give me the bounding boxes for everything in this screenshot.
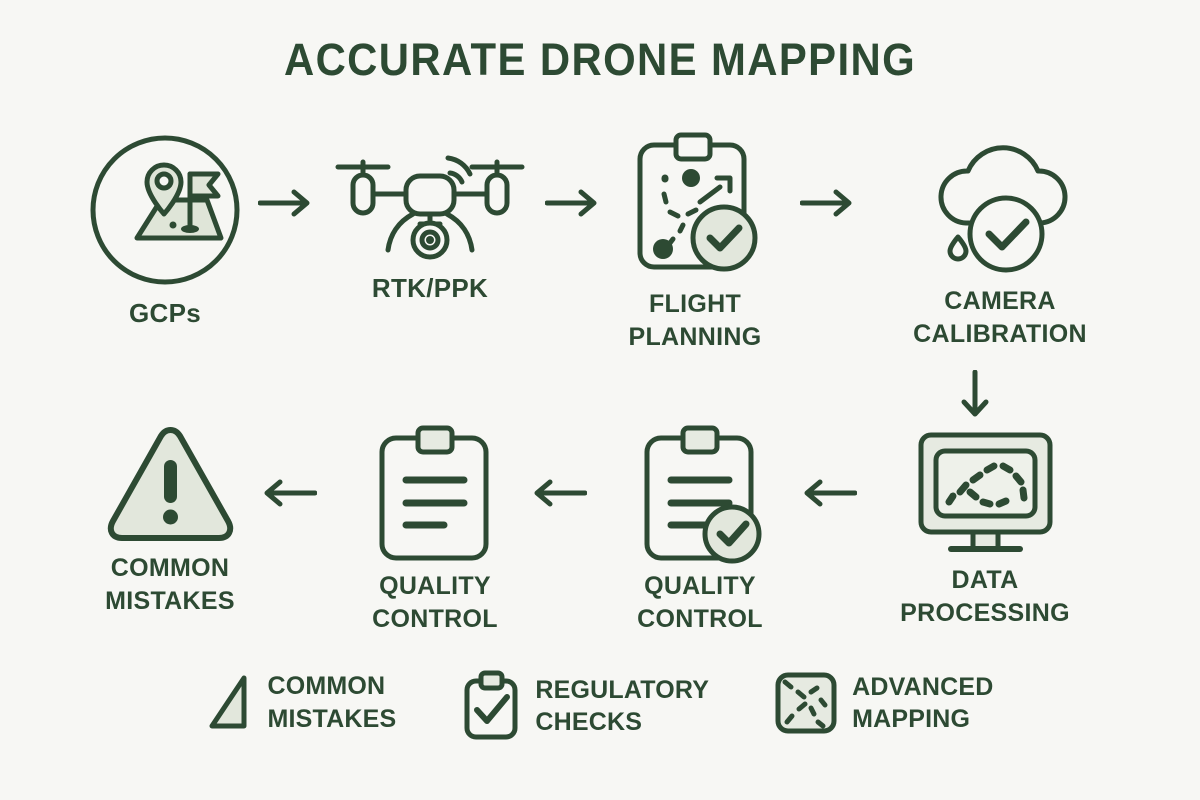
flow-node-quality-control-2[interactable]: QUALITY CONTROL xyxy=(600,424,800,636)
flow-label-quality-control-2: QUALITY CONTROL xyxy=(637,572,763,633)
clipboard-lines-check-icon xyxy=(629,424,771,564)
arrow-qc1-to-mistakes xyxy=(255,478,317,508)
flow-label-camera-calibration: CAMERA CALIBRATION xyxy=(913,287,1087,348)
warning-triangle-icon xyxy=(103,424,238,546)
flow-node-common-mistakes[interactable]: COMMON MISTAKES xyxy=(70,424,270,618)
flow-label-quality-control-1: QUALITY CONTROL xyxy=(372,572,498,633)
flow-label-gcps: GCPs xyxy=(128,298,201,328)
legend-item-advanced-mapping[interactable]: ADVANCED MAPPING xyxy=(773,670,993,736)
clipboard-lines-icon xyxy=(364,424,506,564)
flow-label-common-mistakes: COMMON MISTAKES xyxy=(105,554,235,615)
triangle-corner-icon xyxy=(206,672,254,734)
flow-node-flight-planning[interactable]: FLIGHT PLANNING xyxy=(595,132,795,354)
legend-item-regulatory-checks[interactable]: REGULATORY CHECKS xyxy=(460,670,709,742)
arrow-flight-to-camera xyxy=(800,188,860,218)
cloud-raindrop-check-icon xyxy=(918,134,1083,279)
arrow-data-to-qc2 xyxy=(795,478,857,508)
flow-node-rtk-ppk[interactable]: RTK/PPK xyxy=(330,140,530,305)
legend-label-common-mistakes: COMMON MISTAKES xyxy=(267,672,397,733)
page-title: ACCURATE DRONE MAPPING xyxy=(283,34,917,85)
flow-node-data-processing[interactable]: DATA PROCESSING xyxy=(860,430,1110,630)
arrow-gcps-to-rtk xyxy=(258,188,318,218)
dashed-map-square-icon xyxy=(773,670,839,736)
flow-node-quality-control-1[interactable]: QUALITY CONTROL xyxy=(335,424,535,636)
legend-item-common-mistakes[interactable]: COMMON MISTAKES xyxy=(206,670,396,735)
arrow-qc2-to-qc1 xyxy=(525,478,587,508)
drone-quadcopter-icon xyxy=(330,140,530,265)
flow-node-camera-calibration[interactable]: CAMERA CALIBRATION xyxy=(885,134,1115,351)
flow-node-gcps[interactable]: GCPs xyxy=(65,130,265,330)
arrow-rtk-to-flight xyxy=(545,188,605,218)
flow-label-rtk-ppk: RTK/PPK xyxy=(371,273,489,303)
arrow-camera-to-data xyxy=(955,370,995,422)
monitor-mapping-icon xyxy=(913,430,1058,558)
legend-label-regulatory-checks: REGULATORY CHECKS xyxy=(535,675,710,737)
clipboard-check-icon xyxy=(460,670,522,742)
flow-label-data-processing: DATA PROCESSING xyxy=(900,566,1070,627)
clipboard-flight-path-check-icon xyxy=(620,132,770,282)
map-pin-flag-circle-icon xyxy=(85,130,245,290)
legend: COMMON MISTAKES REGULATORY CHECKS xyxy=(0,670,1200,742)
flow-label-flight-planning: FLIGHT PLANNING xyxy=(628,290,762,351)
legend-label-advanced-mapping: ADVANCED MAPPING xyxy=(852,672,994,734)
